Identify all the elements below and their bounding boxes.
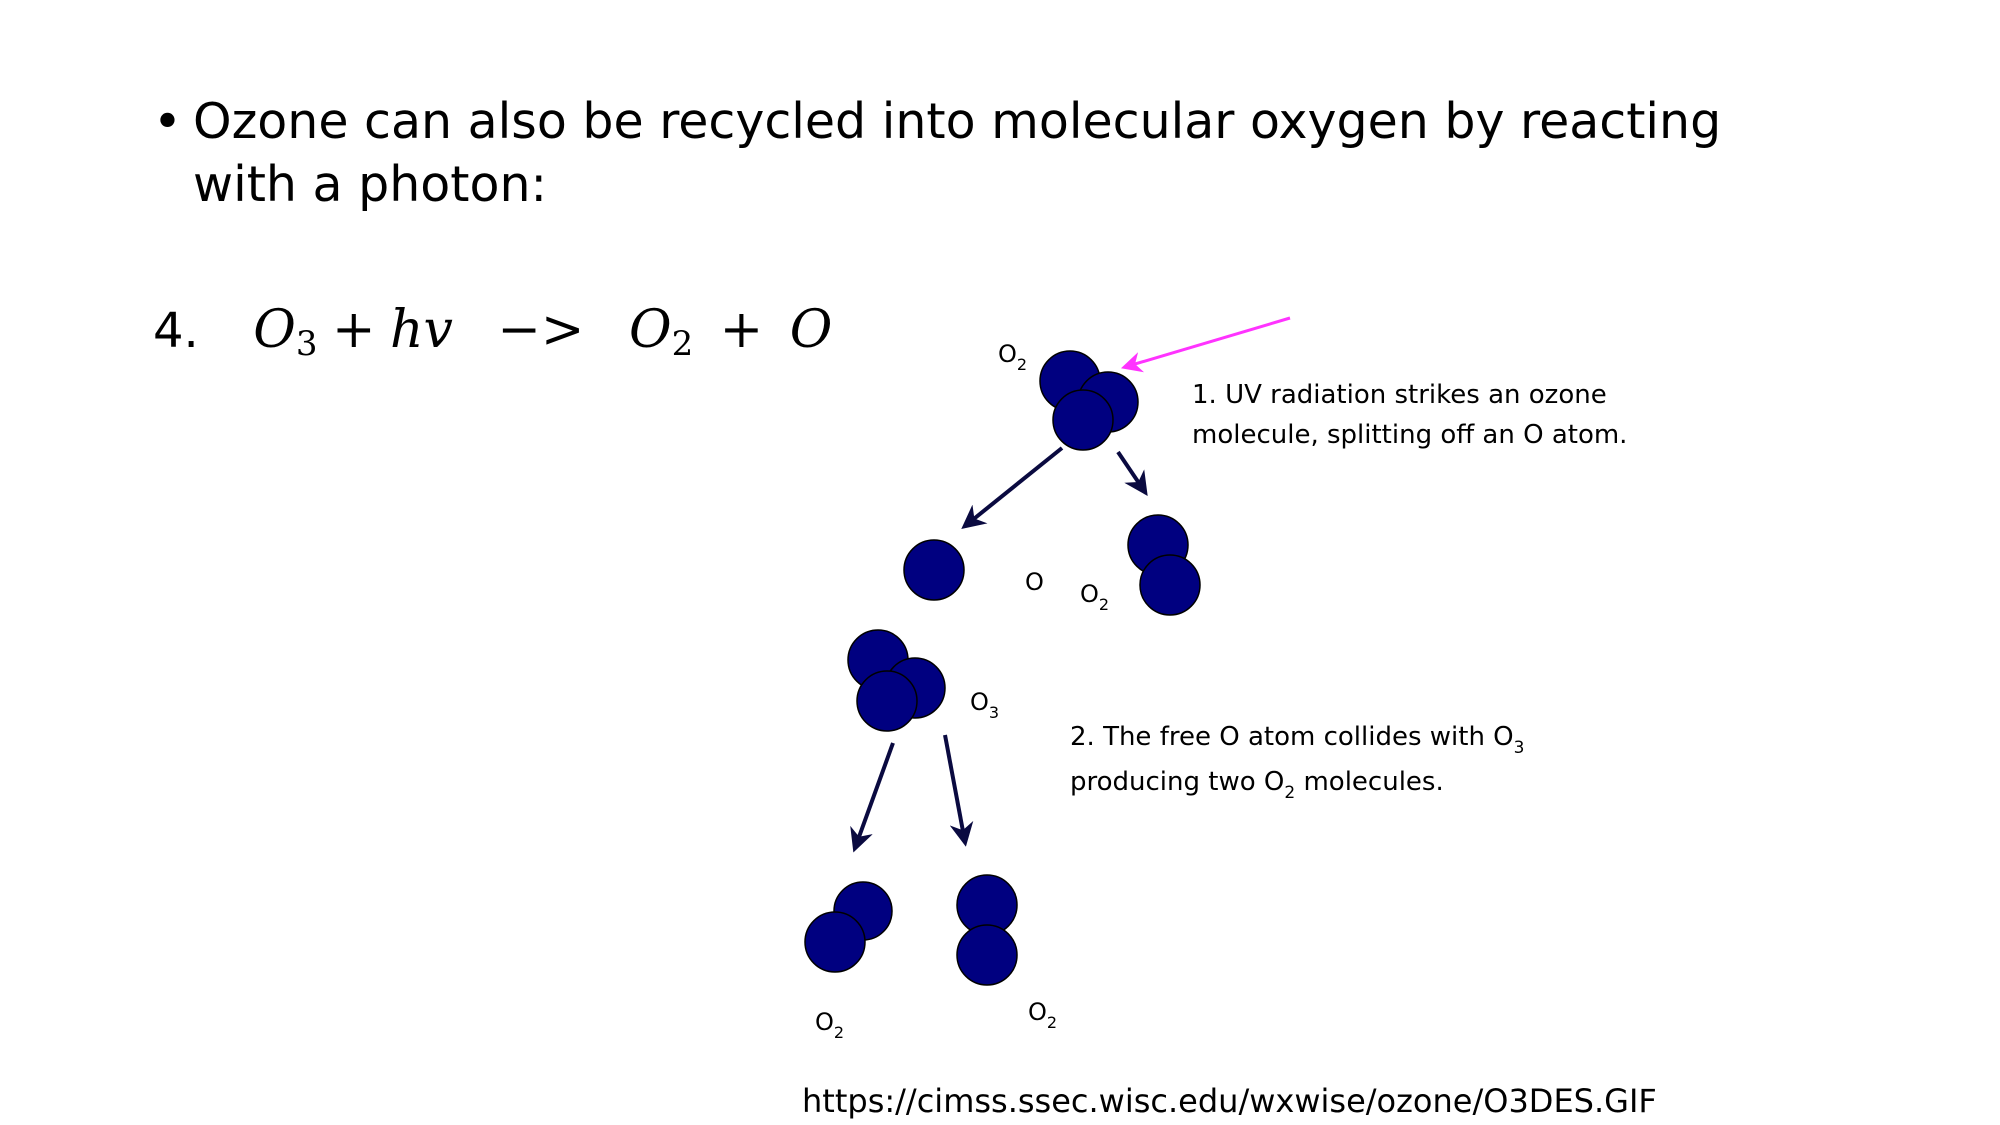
bullet-marker: • xyxy=(153,93,182,150)
source-url: https://cimss.ssec.wisc.edu/wxwise/ozone… xyxy=(802,1082,1657,1120)
label-o-free: O xyxy=(1025,568,1044,596)
step2-line2: producing two O2 molecules. xyxy=(1070,767,1444,803)
label-o2-top: O2 xyxy=(998,340,1027,374)
product-arrow-right xyxy=(943,734,974,847)
plus-sign-2: + xyxy=(719,300,764,360)
label-o2-bottom-left: O2 xyxy=(815,1008,844,1042)
oxygen-molecule-bottom-left xyxy=(804,881,893,973)
uv-radiation-arrow xyxy=(1120,316,1291,373)
ozone-molecule-top xyxy=(1039,350,1139,451)
oxygen-molecule-mid xyxy=(1127,514,1201,616)
product-oxygen: O2 xyxy=(628,300,694,364)
bullet-text: Ozone can also be recycled into molecula… xyxy=(193,93,1722,213)
label-o2-bottom-right: O2 xyxy=(1028,998,1057,1032)
photon-term: hv xyxy=(390,300,453,360)
split-arrow-right xyxy=(1116,450,1148,496)
reaction-equation: 4. O3 + hv −> O2 + O xyxy=(153,300,832,364)
product-arrow-left xyxy=(850,742,895,853)
ozone-molecule-lower xyxy=(847,629,946,732)
equation-number: 4. xyxy=(153,303,199,359)
reactant-ozone: O3 xyxy=(253,300,318,364)
free-oxygen-atom xyxy=(903,539,965,601)
step1-line2: molecule, splitting off an O atom. xyxy=(1192,420,1627,450)
split-arrow-left xyxy=(961,446,1064,530)
product-atom: O xyxy=(789,300,833,360)
reaction-arrow: −> xyxy=(497,300,585,360)
label-o3: O3 xyxy=(970,688,999,722)
plus-sign: + xyxy=(331,300,376,360)
step1-line1: 1. UV radiation strikes an ozone xyxy=(1192,380,1607,410)
step2-line1: 2. The free O atom collides with O3 xyxy=(1070,722,1524,758)
label-o2-mid: O2 xyxy=(1080,580,1109,614)
oxygen-molecule-bottom-right xyxy=(956,874,1018,986)
